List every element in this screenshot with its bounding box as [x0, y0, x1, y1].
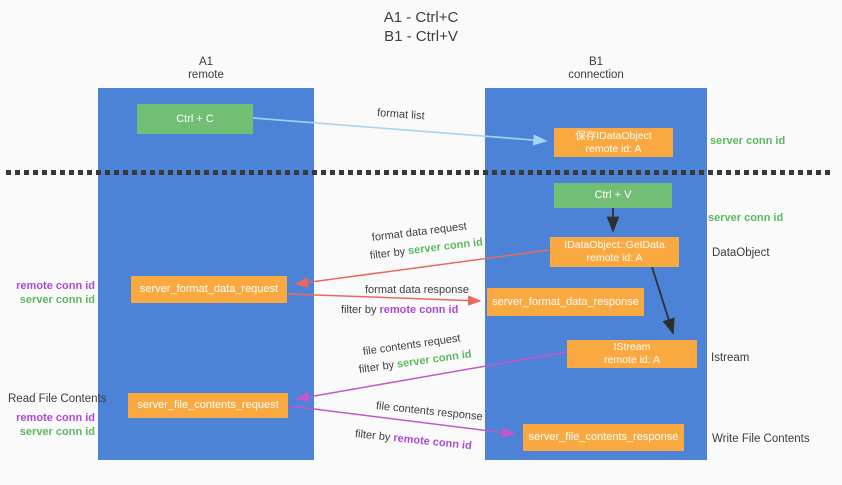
column-b1-role: connection [568, 69, 624, 81]
node-server-file-contents-response-label: server_file_contents_response [528, 431, 679, 443]
label-istream: Istream [711, 352, 750, 364]
title-line-1: A1 - Ctrl+C [383, 9, 459, 26]
dotted-separator-line [6, 170, 834, 175]
node-idataobject-getdata: IDataObject::GetData remote id: A [550, 237, 679, 267]
column-a1-name: A1 [198, 56, 214, 68]
title-line-2: B1 - Ctrl+V [384, 28, 458, 45]
node-save-dataobject: 保存IDataObject remote id: A [554, 128, 673, 157]
label-format-data-response: format data response [365, 284, 469, 296]
node-ctrl-c: Ctrl + C [137, 104, 253, 134]
left-server-conn-id: server conn id [19, 294, 95, 306]
left-conn-ids-file: remote conn id server conn id [0, 411, 95, 439]
node-ctrl-v: Ctrl + V [554, 183, 672, 208]
remote-conn-id-text: remote conn id [392, 432, 473, 453]
column-header-a1: A1 remote [98, 56, 314, 82]
right-server-conn-id-1: server conn id [710, 135, 786, 147]
node-server-file-contents-request: server_file_contents_request [128, 393, 288, 418]
node-ctrl-c-label: Ctrl + C [176, 112, 214, 125]
left-remote-conn-id-2: remote conn id [16, 412, 95, 424]
diagram-title: A1 - Ctrl+C B1 - Ctrl+V [0, 8, 842, 46]
node-getdata-line1: IDataObject::GetData [564, 239, 665, 251]
node-getdata-line2: remote id: A [586, 252, 643, 264]
label-read-file-contents: Read File Contents [8, 393, 107, 405]
left-conn-ids-format: remote conn id server conn id [0, 279, 95, 307]
node-server-file-contents-request-label: server_file_contents_request [137, 399, 279, 411]
node-server-format-data-response: server_format_data_response [487, 288, 644, 316]
label-write-file-contents: Write File Contents [712, 433, 810, 445]
column-header-b1: B1 connection [485, 56, 707, 82]
node-save-dataobject-line2: remote id: A [585, 142, 642, 155]
node-ctrl-v-label: Ctrl + V [594, 189, 632, 201]
column-b1-name: B1 [588, 56, 604, 68]
server-conn-id-text: server conn id [407, 236, 484, 258]
filter-by-text: filter by [369, 245, 406, 262]
left-server-conn-id-2: server conn id [19, 426, 95, 438]
node-server-format-data-request-label: server_format_data_request [139, 283, 279, 295]
node-server-format-data-response-label: server_format_data_response [492, 295, 639, 308]
filter-by-text: filter by [358, 359, 395, 376]
node-istream-line2: remote id: A [603, 354, 661, 366]
label-dataobject: DataObject [712, 247, 770, 259]
label-file-contents-response: file contents response [375, 400, 484, 424]
node-server-file-contents-response: server_file_contents_response [523, 424, 684, 451]
node-save-dataobject-line1: 保存IDataObject [575, 129, 652, 142]
left-remote-conn-id: remote conn id [16, 280, 95, 292]
filter-by-text: filter by [341, 304, 377, 316]
node-istream-line1: IStream [613, 341, 651, 353]
remote-conn-id-text: remote conn id [379, 304, 459, 316]
node-server-format-data-request: server_format_data_request [131, 276, 287, 303]
label-format-list: format list [376, 107, 426, 123]
node-istream: IStream remote id: A [567, 340, 697, 368]
filter-by-text: filter by [354, 428, 391, 444]
column-a1-role: remote [188, 69, 224, 81]
right-server-conn-id-2: server conn id [708, 212, 784, 224]
